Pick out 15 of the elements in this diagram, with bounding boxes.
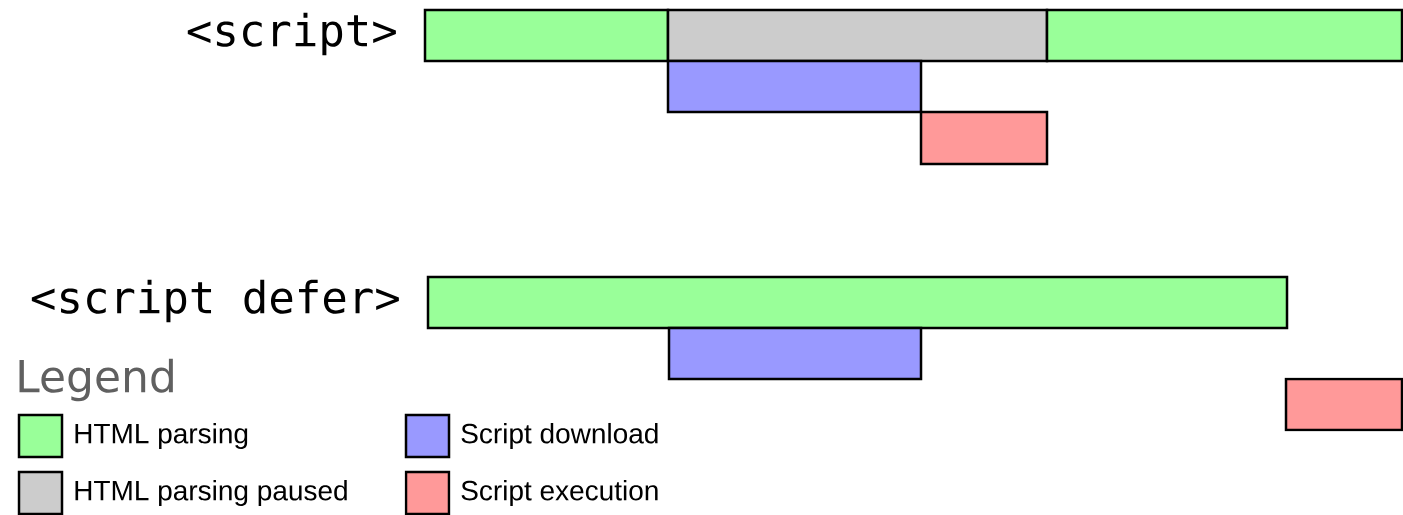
legend-label: Script execution [461, 479, 658, 507]
timeline-bar [666, 59, 923, 114]
timeline-bar [1045, 8, 1403, 63]
row-label: <script defer> [31, 279, 399, 323]
legend-heading: Legend [19, 358, 173, 402]
timeline-bar [426, 275, 1289, 330]
row-label: <script> [187, 12, 396, 56]
legend-label: HTML parsing [75, 422, 248, 450]
timeline-bar [667, 326, 923, 381]
timeline-bar [666, 8, 1049, 63]
timeline-bar [919, 110, 1049, 166]
timeline-bar [1284, 377, 1403, 432]
legend-label: HTML parsing paused [75, 479, 347, 507]
legend-label: Script download [461, 422, 658, 450]
timeline-bar [423, 8, 670, 63]
